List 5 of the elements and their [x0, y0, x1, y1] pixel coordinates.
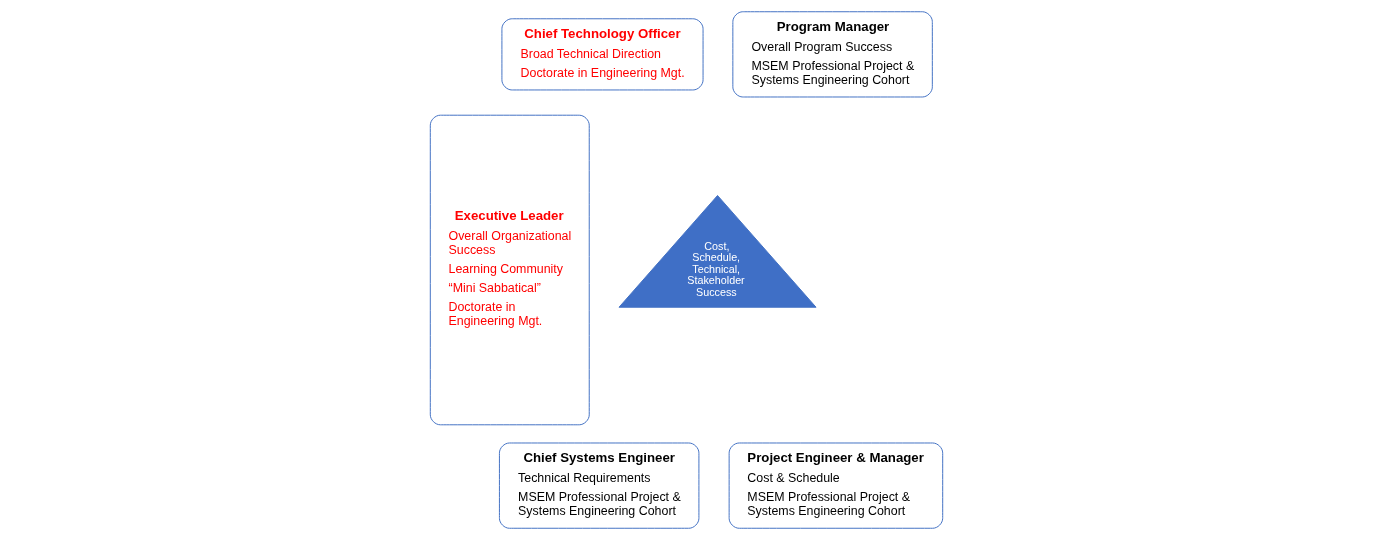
node-box: Project Engineer & Manager Cost & Schedule MSEM Professional Project & Systems Engineering Cohort — [728, 442, 944, 529]
node-box: Chief Systems Engineer Technical Requirements MSEM Professional Project & Systems Engineering Cohort — [498, 442, 700, 529]
node-box: Chief Technology Officer Broad Technical Direction Doctorate in Engineering Mgt. — [501, 18, 704, 91]
node-box: Program Manager Overall Program Success MSEM Professional Project & Systems Engineering Cohort — [732, 11, 933, 98]
node-box: Executive Leader Overall Organizational Success Learning Community “Mini Sabbatical” Doctorate in Engineering Mgt. — [429, 114, 590, 426]
